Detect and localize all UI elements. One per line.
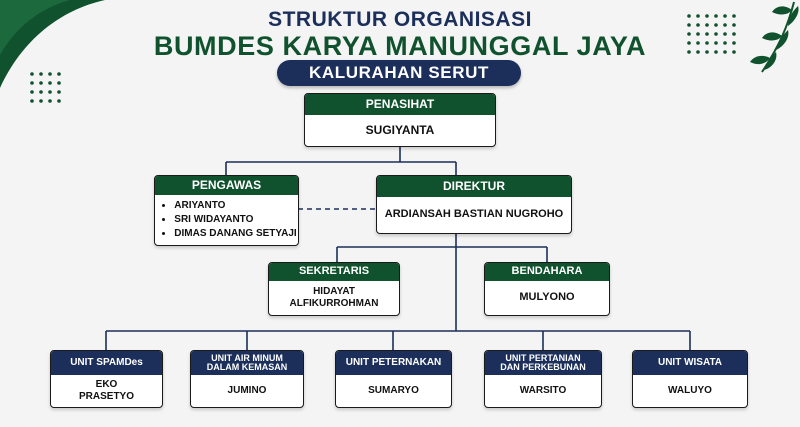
- unit-head-name: EKO PRASETYO: [78, 379, 134, 402]
- leaf-branch-icon: [750, 1, 799, 73]
- bendahara-role: BENDAHARA: [485, 263, 609, 281]
- dot-grid-right: [687, 14, 736, 54]
- organization-name: BUMDES KARYA MANUNGGAL JAYA: [153, 31, 647, 61]
- direktur-name: ARDIANSAH BASTIAN NUGROHO: [384, 208, 564, 221]
- unit-role: UNIT SPAMDes: [51, 351, 162, 375]
- unit-role: UNIT AIR MINUM DALAM KEMASAN: [191, 351, 303, 375]
- location-badge: KALURAHAN SERUT: [277, 60, 521, 86]
- sekretaris-box: SEKRETARIS HIDAYAT ALFIKURROHMAN: [268, 262, 400, 316]
- unit-role: UNIT PETERNAKAN: [336, 351, 451, 375]
- dot-grid-left: [30, 72, 61, 103]
- unit-head-name: WALUYO: [668, 385, 712, 396]
- chart-title: STRUKTUR ORGANISASI: [268, 8, 532, 31]
- unit-head-name: JUMINO: [227, 385, 267, 396]
- unit-box: UNIT PETERNAKAN SUMARYO: [335, 350, 452, 408]
- penasihat-role: PENASIHAT: [305, 94, 495, 115]
- pengawas-role: PENGAWAS: [155, 176, 298, 195]
- unit-head-name: SUMARYO: [368, 385, 419, 396]
- unit-box: UNIT PERTANIAN DAN PERKEBUNAN WARSITO: [484, 350, 602, 408]
- sekretaris-role: SEKRETARIS: [269, 263, 399, 281]
- bendahara-name: MULYONO: [519, 291, 575, 304]
- unit-box: UNIT AIR MINUM DALAM KEMASAN JUMINO: [190, 350, 304, 408]
- pengawas-member: DIMAS DANANG SETYAJI: [174, 227, 296, 241]
- penasihat-name: SUGIYANTA: [365, 123, 435, 138]
- unit-role: UNIT PERTANIAN DAN PERKEBUNAN: [485, 351, 601, 375]
- bendahara-box: BENDAHARA MULYONO: [484, 262, 610, 316]
- unit-head-name: WARSITO: [519, 385, 567, 396]
- sekretaris-name: HIDAYAT ALFIKURROHMAN: [289, 286, 379, 309]
- pengawas-members: ARIYANTO SRI WIDAYANTO DIMAS DANANG SETY…: [155, 195, 298, 245]
- unit-box: UNIT WISATA WALUYO: [632, 350, 748, 408]
- unit-box: UNIT SPAMDes EKO PRASETYO: [50, 350, 163, 408]
- penasihat-box: PENASIHAT SUGIYANTA: [304, 93, 496, 147]
- pengawas-box: PENGAWAS ARIYANTO SRI WIDAYANTO DIMAS DA…: [154, 175, 299, 246]
- unit-role: UNIT WISATA: [633, 351, 747, 375]
- direktur-role: DIREKTUR: [377, 176, 571, 197]
- pengawas-member: SRI WIDAYANTO: [174, 213, 296, 227]
- corner-swoosh: [0, 0, 105, 88]
- direktur-box: DIREKTUR ARDIANSAH BASTIAN NUGROHO: [376, 175, 572, 234]
- pengawas-member: ARIYANTO: [174, 199, 296, 213]
